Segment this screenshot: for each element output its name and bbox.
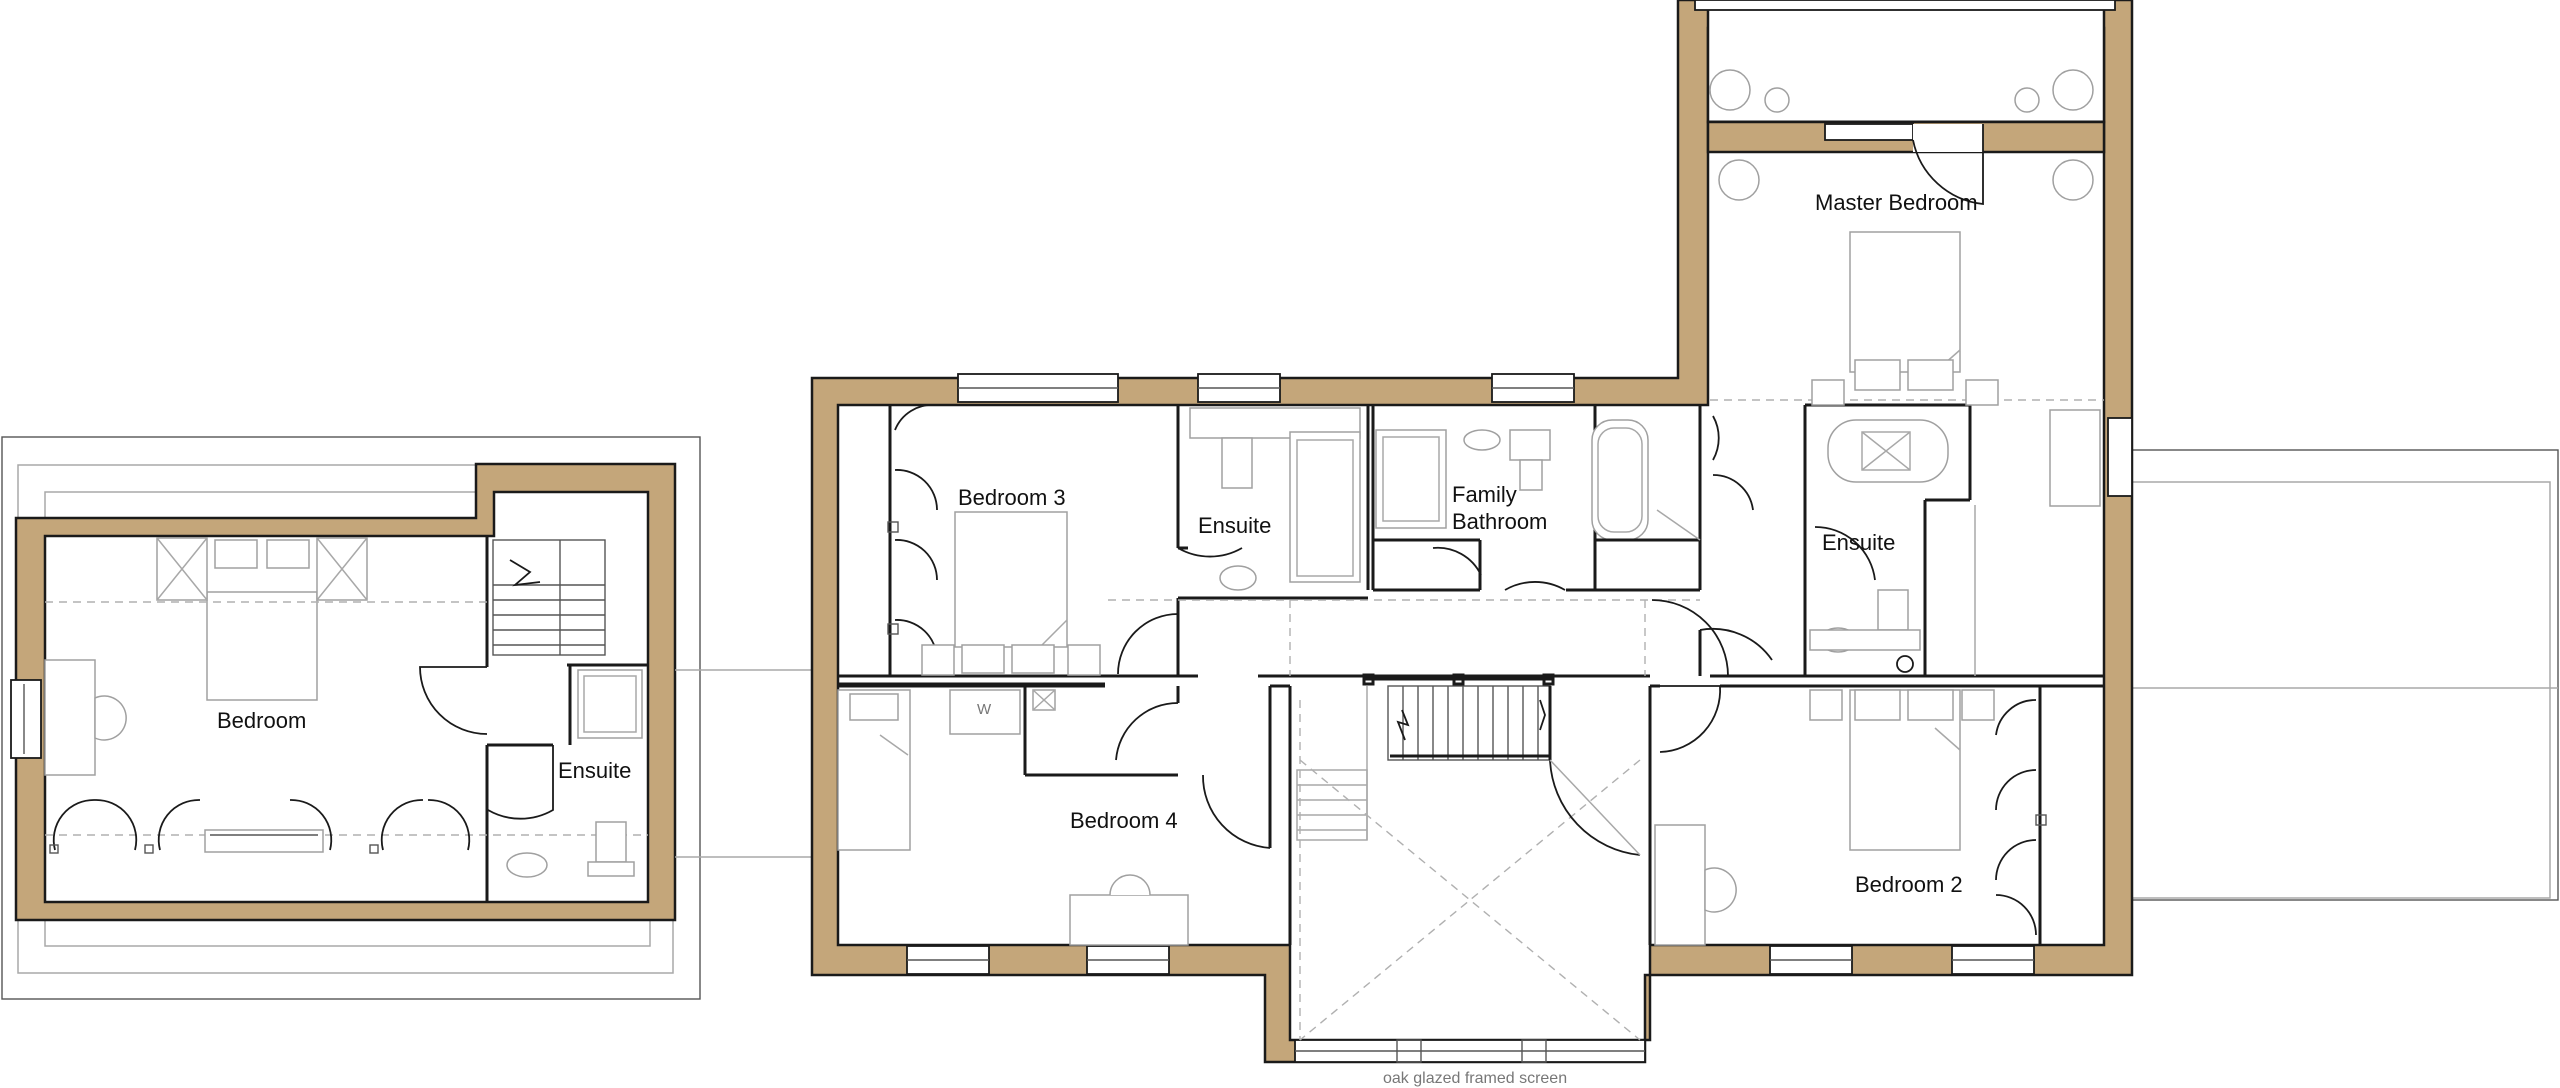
annex-window-left [10, 679, 42, 759]
master-balcony-door-2 [1913, 124, 1983, 152]
annex-ensuite-label: Ensuite [558, 758, 631, 783]
annex-stairs [492, 539, 606, 656]
annex-shower [577, 669, 643, 739]
annex-bedroom-label: Bedroom [217, 708, 306, 733]
annex-basin [595, 821, 627, 863]
annex-bed [156, 537, 368, 701]
bed4-furniture: W [837, 689, 1189, 946]
right-roof-outline [2129, 449, 2559, 901]
master-bed [1718, 159, 2094, 406]
bed3-door[interactable] [1117, 613, 1179, 675]
master-bedroom-label: Master Bedroom [1815, 190, 1978, 215]
annex-building: Bedroom Ensuite [1, 436, 701, 1000]
family-bathroom-label-1: Family [1452, 482, 1517, 507]
bedroom4-label: Bedroom 4 [1070, 808, 1178, 833]
bed2-wardrobe [1995, 686, 2047, 945]
screen-caption: oak glazed framed screen [1383, 1070, 1567, 1087]
bed2-furniture [1654, 689, 1995, 946]
annex-walls [14, 462, 677, 922]
bed2-door[interactable] [1659, 685, 1721, 753]
annex-desk [44, 659, 96, 776]
master-door-swing[interactable] [1912, 124, 1984, 206]
annex-shower-inner [583, 675, 637, 733]
bed4-door-a[interactable] [1115, 702, 1179, 761]
bed3-bed [921, 511, 1101, 676]
master-ensuite-door[interactable] [1814, 526, 1876, 581]
bed4-door-b[interactable] [1202, 774, 1271, 849]
wardrobe-mark: W [977, 701, 992, 718]
annex-chair [94, 695, 127, 741]
main-stairs [1296, 673, 1555, 841]
balcony-chairs [1709, 69, 2094, 113]
ensuite-label: Ensuite [1198, 513, 1271, 538]
annex-roof-outline [1, 436, 701, 1000]
void-cross-2 [1299, 759, 1641, 1041]
window-right [2107, 417, 2133, 497]
annex-vanity [587, 861, 635, 877]
annex-wc [506, 852, 548, 878]
master-balcony-rail [1694, 0, 2116, 11]
bed3-wardrobe [887, 404, 938, 676]
bathroom-door[interactable] [1504, 581, 1566, 591]
bedroom3-label: Bedroom 3 [958, 485, 1066, 510]
family-bathroom-label-2: Bathroom [1452, 509, 1547, 534]
annex-ensuite-door[interactable] [419, 666, 488, 735]
ensuite-door[interactable] [1177, 547, 1243, 558]
master-bath [1827, 419, 1949, 483]
bedroom2-label: Bedroom 2 [1855, 872, 1963, 897]
master-ensuite-label: Ensuite [1822, 530, 1895, 555]
annex-wardrobes [49, 799, 471, 854]
master-balcony-door [1824, 123, 1914, 141]
annex-ensuite-inner-door[interactable] [487, 745, 554, 820]
void-cross-1 [1299, 759, 1641, 1041]
main-house: W [810, 0, 2559, 1064]
right-roof-inner [2129, 481, 2551, 899]
landing-door[interactable] [1549, 759, 1641, 856]
